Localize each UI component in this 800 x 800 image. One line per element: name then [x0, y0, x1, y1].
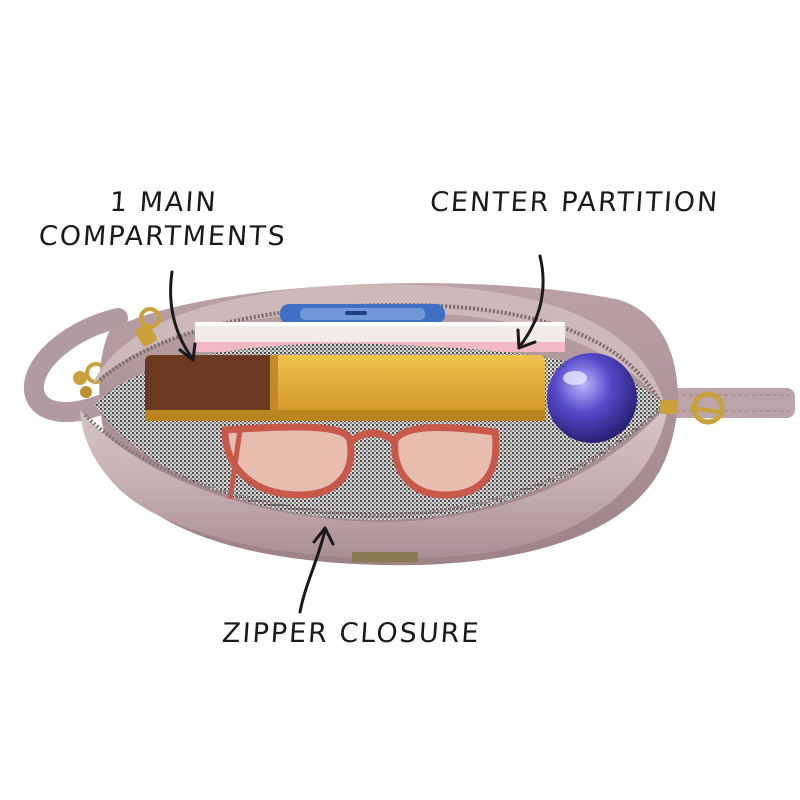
- zipper-track-top: [98, 302, 662, 403]
- callout-main-line2: COMPARTMENTS: [37, 221, 288, 252]
- brand-tag: [352, 552, 418, 562]
- smartphone: [280, 304, 445, 324]
- arrow-center-partition: [516, 254, 545, 350]
- sunglasses: [221, 423, 500, 501]
- zipper-pull-left: [135, 307, 161, 347]
- wallet: [145, 355, 545, 421]
- callout-main-compartment: 1 MAIN COMPARTMENTS: [38, 186, 288, 254]
- zipper-pull-right: [660, 391, 725, 425]
- side-strap-tab: [660, 388, 795, 418]
- arrow-main-compartment: [169, 270, 197, 362]
- callout-center-partition: CENTER PARTITION: [428, 187, 721, 218]
- wrist-strap: [24, 308, 128, 423]
- bag-front-flap: [80, 405, 668, 559]
- compact-mirror: [547, 353, 637, 443]
- callout-zipper-closure: ZIPPER CLOSURE: [220, 618, 482, 649]
- arrow-zipper-closure: [298, 526, 335, 614]
- callout-main-line1: 1 MAIN: [108, 187, 219, 218]
